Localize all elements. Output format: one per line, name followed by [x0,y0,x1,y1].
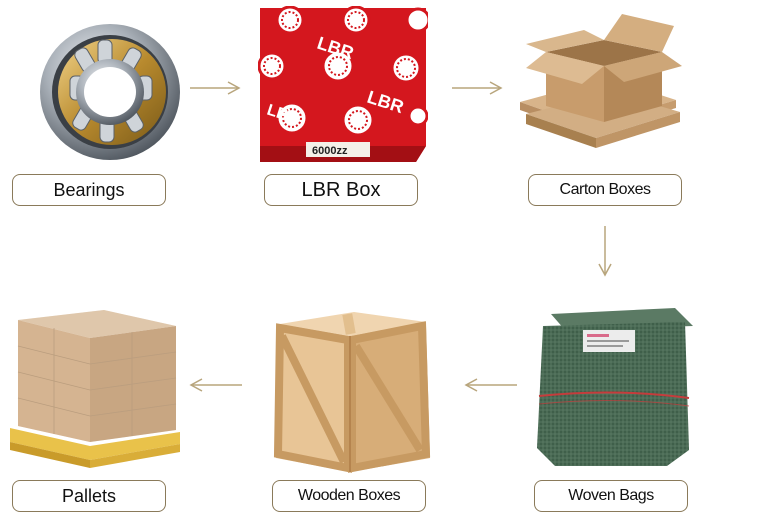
step-label-bearings: Bearings [12,174,166,206]
carton-boxes-label-text: Carton Boxes [559,181,651,198]
model-number: 6000zz [312,145,348,157]
lbr-box-label-text: LBR Box [301,178,381,201]
bearings-label-text: Bearings [53,179,125,200]
bearing-image [28,14,188,164]
step-label-woven-bags: Woven Bags [534,480,688,512]
carton-boxes-image [512,8,684,164]
arrow-left-icon [189,378,242,392]
arrow-left-icon [464,378,517,392]
lbr-box-image: LBR LBR LBR 6000zz [257,5,431,164]
woven-bags-image [525,300,697,470]
wooden-boxes-label-text: Wooden Boxes [297,487,401,504]
step-label-lbr-box: LBR Box [264,174,418,206]
step-label-carton-boxes: Carton Boxes [528,174,682,206]
pallets-label-text: Pallets [61,485,117,506]
step-label-wooden-boxes: Wooden Boxes [272,480,426,512]
arrow-right-icon [190,81,241,95]
pallet-image [10,308,180,472]
wooden-box-image [266,312,434,474]
step-label-pallets: Pallets [12,480,166,512]
arrow-right-icon [452,81,503,95]
arrow-down-icon [598,226,612,277]
woven-bags-label-text: Woven Bags [568,487,654,504]
